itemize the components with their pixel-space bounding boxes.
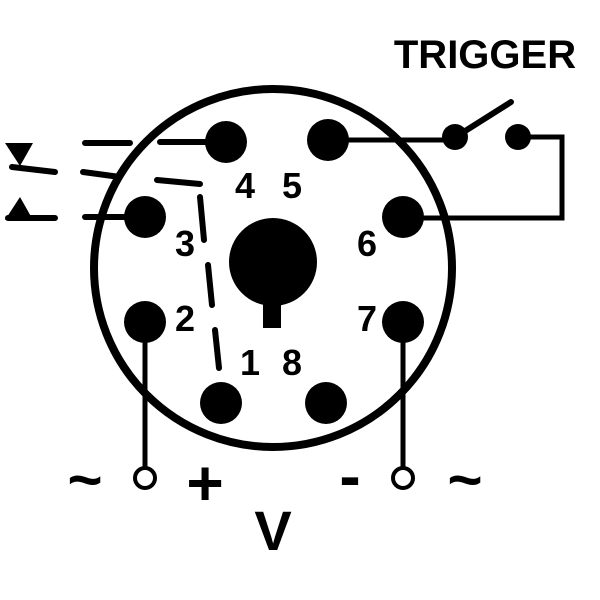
pin-2 [124, 301, 166, 343]
pin-4 [205, 121, 247, 163]
pin-6 [382, 196, 424, 238]
trigger-wire [325, 134, 565, 221]
socket-outline [90, 85, 456, 451]
ac-symbol-right: ~ [447, 446, 482, 513]
arrow-down-icon [5, 143, 33, 166]
pin-label-2: 2 [175, 298, 195, 339]
center-key [229, 218, 317, 306]
pin-7 [382, 301, 424, 343]
trigger-dot-right [505, 124, 531, 150]
pin-label-3: 3 [175, 223, 195, 264]
pin-8 [305, 382, 347, 424]
pin-label-8: 8 [282, 342, 302, 383]
dashed-contact-actuator [9, 164, 222, 371]
terminal-left [133, 466, 157, 490]
pin-label-1: 1 [240, 342, 260, 383]
ac-symbol-left: ~ [67, 446, 102, 513]
minus-symbol: - [339, 440, 360, 512]
pin-label-5: 5 [282, 165, 302, 206]
pin-1 [200, 382, 242, 424]
no-contact-line [82, 139, 229, 146]
arrow-up-icon [5, 197, 33, 220]
plus-symbol: + [186, 447, 223, 519]
voltage-label: V [254, 499, 291, 562]
supply-wires [142, 319, 406, 471]
pin-label-6: 6 [357, 223, 377, 264]
trigger-dot-left [442, 124, 468, 150]
pin-3 [124, 196, 166, 238]
pin-label-4: 4 [235, 165, 255, 206]
trigger-label: TRIGGER [394, 33, 576, 77]
trigger-switch-arm [459, 99, 514, 136]
pin-label-7: 7 [357, 298, 377, 339]
pin-5 [307, 119, 349, 161]
center-key-notch [263, 300, 281, 328]
terminal-right [391, 466, 415, 490]
